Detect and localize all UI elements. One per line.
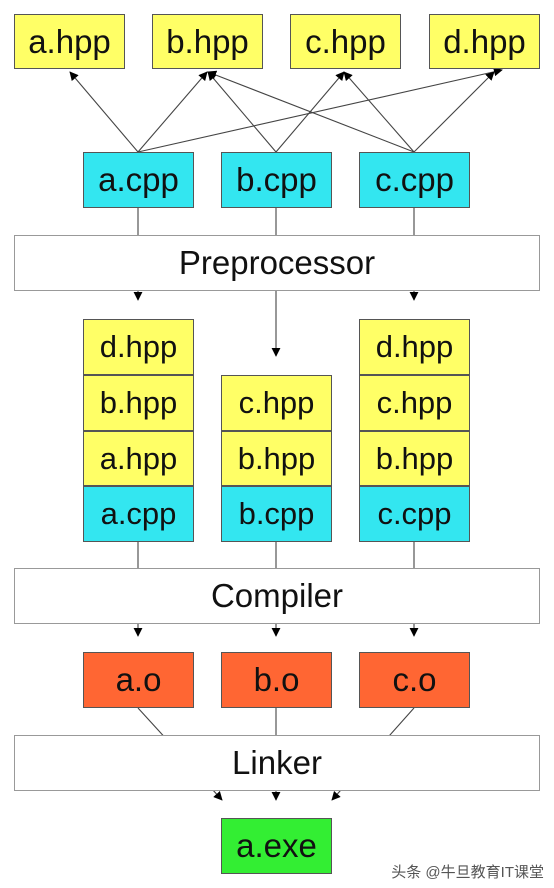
- linker-stage: Linker: [14, 735, 540, 791]
- unit-b-item-1: c.hpp: [221, 375, 332, 431]
- include-arrow-a-to-d: [137, 67, 503, 153]
- include-arrow-c-to-c: [343, 71, 415, 153]
- unit-c-item-1: d.hpp: [359, 319, 470, 375]
- source-c-cpp: c.cpp: [359, 152, 470, 208]
- object-a-o: a.o: [83, 652, 194, 708]
- object-c-o: c.o: [359, 652, 470, 708]
- watermark-text: 头条 @牛旦教育IT课堂: [391, 864, 544, 881]
- unit-a-item-2: b.hpp: [83, 375, 194, 431]
- unit-b-item-2: b.hpp: [221, 431, 332, 486]
- header-d-hpp: d.hpp: [429, 14, 540, 69]
- source-a-cpp: a.cpp: [83, 152, 194, 208]
- unit-a-item-3: a.hpp: [83, 431, 194, 486]
- include-arrow-c-to-d: [413, 71, 495, 153]
- executable-a-exe: a.exe: [221, 818, 332, 874]
- header-c-hpp: c.hpp: [290, 14, 401, 69]
- include-arrow-c-to-b: [207, 70, 415, 153]
- include-arrow-b-to-b: [207, 71, 277, 153]
- include-arrow-a-to-b: [137, 71, 208, 153]
- object-b-o: b.o: [221, 652, 332, 708]
- unit-c-item-2: c.hpp: [359, 375, 470, 431]
- source-b-cpp: b.cpp: [221, 152, 332, 208]
- header-a-hpp: a.hpp: [14, 14, 125, 69]
- preprocessor-stage: Preprocessor: [14, 235, 540, 291]
- unit-a-item-1: d.hpp: [83, 319, 194, 375]
- compiler-stage: Compiler: [14, 568, 540, 624]
- unit-b-item-3: b.cpp: [221, 486, 332, 542]
- unit-c-item-4: c.cpp: [359, 486, 470, 542]
- header-b-hpp: b.hpp: [152, 14, 263, 69]
- unit-a-item-4: a.cpp: [83, 486, 194, 542]
- unit-c-item-3: b.hpp: [359, 431, 470, 486]
- include-arrow-a-to-a: [69, 71, 139, 153]
